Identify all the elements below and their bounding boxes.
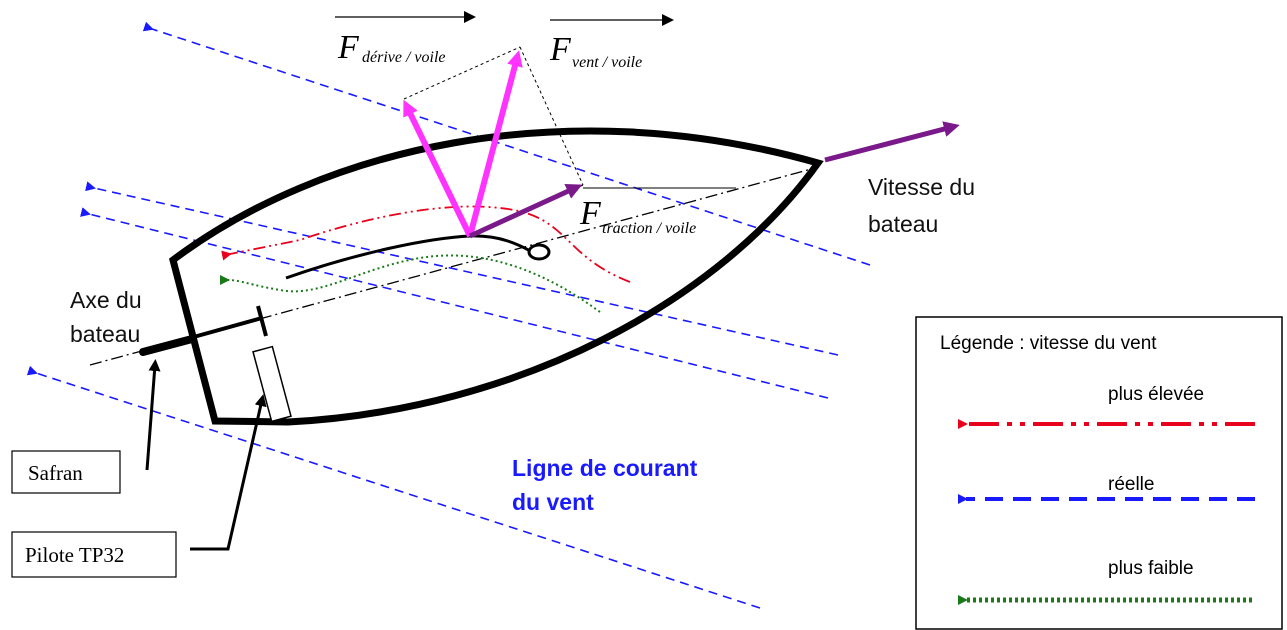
legend-item-low-label: plus faible (1108, 558, 1194, 579)
mast (527, 243, 551, 261)
boat-speed-arrow (824, 121, 960, 163)
tiller-pin (256, 305, 268, 337)
wind-streamlines (26, 21, 871, 609)
traction-force-main: F (579, 195, 602, 232)
high-speed-line (221, 205, 631, 283)
vitesse-label-line1: Vitesse du (868, 174, 975, 200)
derive-force-sub: dérive / voile (362, 49, 446, 66)
legend-box (915, 316, 1283, 630)
streamline-3 (80, 207, 829, 399)
tiller (189, 316, 263, 340)
vent-force-arrow (467, 50, 523, 237)
pilote-pointer (190, 394, 267, 551)
pilote-box (11, 531, 177, 578)
legend-title: Légende : vitesse du vent (940, 333, 1157, 354)
safran-label: Safran (28, 461, 83, 485)
pilot-device (252, 345, 292, 423)
legend-item-high-label: plus élevée (1108, 384, 1204, 405)
vitesse-label-line2: bateau (868, 211, 938, 237)
traction-force-label: F traction / voile (579, 195, 696, 237)
pilote-label: Pilote TP32 (25, 543, 124, 567)
streamline-1 (142, 21, 871, 266)
vent-force-sub: vent / voile (572, 54, 642, 71)
traction-force-arrow (468, 184, 583, 239)
courant-label-line2: du vent (512, 489, 594, 515)
streamline-2 (85, 181, 839, 356)
legend-item-real-label: réelle (1108, 474, 1154, 495)
streamline-4 (26, 365, 761, 609)
courant-label-line1: Ligne de courant (512, 455, 698, 481)
rudder (139, 335, 196, 356)
sail (285, 234, 533, 280)
derive-force-label: F dérive / voile (335, 11, 476, 66)
vent-force-label: F vent / voile (549, 14, 674, 71)
derive-force-main: F (337, 29, 360, 66)
legend: Légende : vitesse du vent plus élevée ré… (915, 316, 1283, 630)
traction-force-sub: traction / voile (602, 220, 696, 237)
axe-label-line1: Axe du (70, 287, 142, 313)
vent-force-main: F (549, 31, 572, 68)
safran-pointer (145, 359, 161, 471)
low-speed-line (219, 254, 601, 313)
axe-label-line2: bateau (70, 321, 140, 347)
safran-box (11, 450, 121, 494)
boat-hull (169, 127, 824, 426)
boat-axis (89, 167, 816, 366)
derive-force-arrow (403, 99, 473, 238)
